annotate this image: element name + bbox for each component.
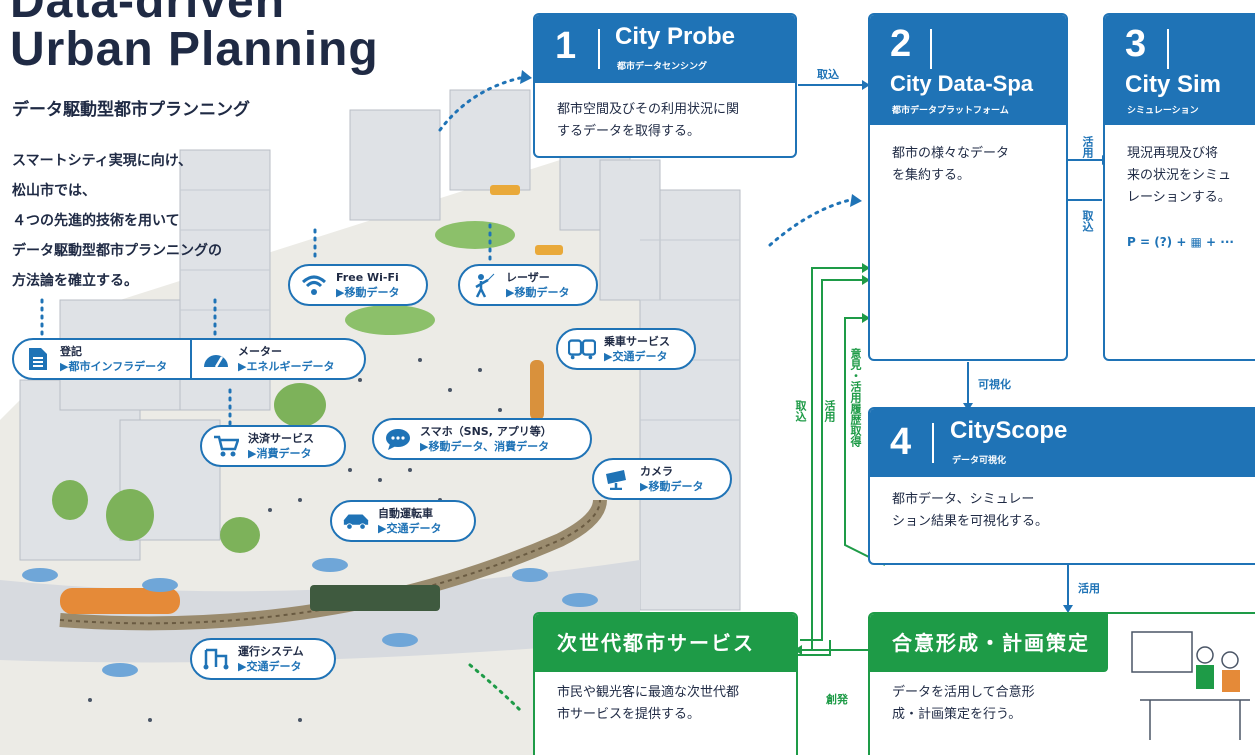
card-description: データを活用して合意形 成・計画策定を行う。 xyxy=(892,685,1035,722)
pill-autonomous-car: 自動運転車 ▶交通データ xyxy=(330,500,476,542)
pill-laser: レーザー ▶移動データ xyxy=(458,264,598,306)
pill-data: ▶移動データ xyxy=(506,286,570,299)
label-katsuyo-down: 活用 xyxy=(1078,582,1100,595)
cart-icon xyxy=(212,432,240,460)
intro-text: スマートシティ実現に向け、 松山市では、 ４つの先進的技術を用いて データ駆動型… xyxy=(12,153,222,289)
card-title: City Probe xyxy=(615,23,736,50)
bus-train-icon xyxy=(568,335,596,363)
pill-ride-service: 乗車サービス ▶交通データ xyxy=(556,328,696,370)
pill-data: ▶交通データ xyxy=(378,522,442,535)
pill-title: 登記 xyxy=(60,345,82,358)
car-icon xyxy=(342,507,370,535)
card-city-data-spa: 2 City Data-Spa 都市データプラットフォーム 都市の様々なデータ … xyxy=(868,13,1068,361)
meter-icon xyxy=(202,345,230,373)
card-subtitle: 都市データセンシング xyxy=(617,62,708,72)
pill-data: ▶移動データ、消費データ xyxy=(420,440,550,453)
pill-data: ▶エネルギーデータ xyxy=(238,360,335,373)
label-torikomi-left: 取込 xyxy=(794,400,807,422)
pill-smartphone: スマホ（SNS, アプリ等） ▶移動データ、消費データ xyxy=(372,418,592,460)
pill-title: 乗車サービス xyxy=(604,335,670,348)
card-subtitle: 都市データプラットフォーム xyxy=(892,106,1009,116)
label-iken: 意見・活用履歴取得 xyxy=(849,348,862,447)
card-header: 4 CityScope データ可視化 xyxy=(870,409,1255,477)
title-jp: データ駆動型都市プランニング xyxy=(12,100,250,120)
pill-data: ▶交通データ xyxy=(604,350,668,363)
pill-title: レーザー xyxy=(506,271,550,284)
pill-meter: メーター ▶エネルギーデータ xyxy=(190,338,366,380)
pill-title: Free Wi-Fi xyxy=(336,271,399,284)
pill-free-wifi: Free Wi-Fi ▶移動データ xyxy=(288,264,428,306)
title-en: Data-driven Urban Planning xyxy=(10,0,379,76)
pill-title: カメラ xyxy=(640,465,673,478)
pill-payment: 決済サービス ▶消費データ xyxy=(200,425,346,467)
laser-person-icon xyxy=(470,271,498,299)
card-title: City Sim xyxy=(1125,71,1222,98)
card-description: 都市空間及びその利用状況に関 するデータを取得する。 xyxy=(557,102,740,139)
card-next-gen-service: 次世代都市サービス 市民や観光客に最適な次世代都 市サービスを提供する。 xyxy=(533,612,798,755)
card-subtitle: データ可視化 xyxy=(952,456,1007,466)
pill-data: ▶移動データ xyxy=(336,286,400,299)
card-description: 現況再現及び将 来の状況をシミュ レーションする。 xyxy=(1127,146,1232,205)
card-subtitle: シミュレーション xyxy=(1127,106,1199,116)
pill-camera: カメラ ▶移動データ xyxy=(592,458,732,500)
pill-data: ▶移動データ xyxy=(640,480,704,493)
pill-title: メーター xyxy=(238,345,282,358)
card-number: 2 xyxy=(890,23,912,65)
label-sohatsu: 創発 xyxy=(826,693,848,706)
card-title: CityScope xyxy=(950,417,1068,444)
card-city-sim: 3 City Sim シミュレーション 現況再現及び将 来の状況をシミュ レーシ… xyxy=(1103,13,1255,361)
chat-icon xyxy=(384,425,412,453)
card-header: 3 City Sim シミュレーション xyxy=(1105,15,1255,125)
card-header: 1 City Probe 都市データセンシング xyxy=(535,15,795,83)
pill-operation-system: 運行システム ▶交通データ xyxy=(190,638,336,680)
pill-title: 決済サービス xyxy=(248,432,314,445)
label-torikomi-top: 取込 xyxy=(817,68,839,81)
document-icon xyxy=(24,345,52,373)
pill-title: 自動運転車 xyxy=(378,507,433,520)
card-number: 1 xyxy=(555,25,577,67)
card-header: 2 City Data-Spa 都市データプラットフォーム xyxy=(870,15,1066,125)
card-description: 都市の様々なデータ を集約する。 xyxy=(892,146,1010,183)
pill-title: スマホ（SNS, アプリ等） xyxy=(420,425,552,438)
card-cityscope: 4 CityScope データ可視化 都市データ、シミュレー ション結果を可視化… xyxy=(868,407,1255,565)
card-consensus: 合意形成・計画策定 データを活用して合意形 成・計画策定を行う。 xyxy=(868,612,1255,755)
pill-data: ▶消費データ xyxy=(248,447,312,460)
camera-icon xyxy=(604,465,632,493)
label-katsuyo-left: 活用 xyxy=(823,400,836,422)
card-description: 市民や観光客に最適な次世代都 市サービスを提供する。 xyxy=(557,685,740,722)
wifi-icon xyxy=(300,271,328,299)
pill-data: ▶交通データ xyxy=(238,660,302,673)
sim-formula: P = (?) + ▦ + ··· xyxy=(1127,235,1234,249)
card-number: 3 xyxy=(1125,23,1147,65)
pill-registry: 登記 ▶都市インフラデータ xyxy=(12,338,192,380)
card-title: City Data-Spa xyxy=(890,71,1034,96)
label-torikomi-right: 取込 xyxy=(1081,210,1094,232)
card-city-probe: 1 City Probe 都市データセンシング 都市空間及びその利用状況に関 す… xyxy=(533,13,797,158)
card-title: 次世代都市サービス xyxy=(535,614,796,672)
label-katsuyo-right: 活用 xyxy=(1081,136,1094,158)
route-icon xyxy=(202,645,230,673)
pill-title: 運行システム xyxy=(238,645,304,658)
label-kashika: 可視化 xyxy=(978,378,1011,391)
card-number: 4 xyxy=(890,421,912,463)
pill-data: ▶都市インフラデータ xyxy=(60,360,168,373)
card-description: 都市データ、シミュレー ション結果を可視化する。 xyxy=(892,492,1049,529)
card-title: 合意形成・計画策定 xyxy=(870,614,1108,672)
